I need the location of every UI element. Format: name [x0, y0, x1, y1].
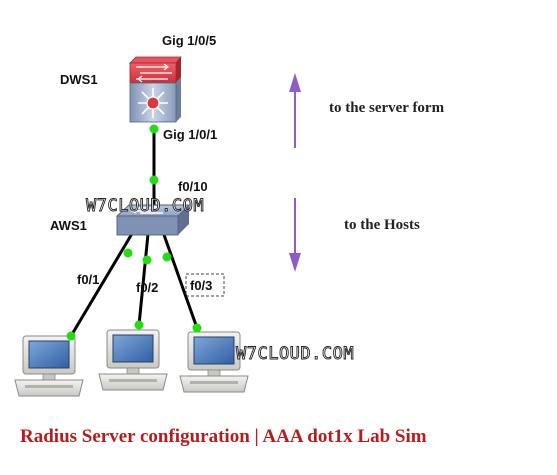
link-aws-host2: [137, 233, 150, 326]
annotation-server: to the server form: [329, 100, 445, 116]
link-aws-host1: [69, 231, 135, 337]
diagram-caption: Radius Server configuration | AAA dot1x …: [20, 426, 427, 447]
port-label-host2: f0/2: [136, 280, 158, 295]
link-dot: [66, 331, 76, 341]
link-aws-host3: [161, 231, 199, 329]
workgroup-switch-icon[interactable]: [115, 204, 191, 236]
watermark: W7CLOUD.COM: [86, 196, 204, 216]
pc-icon[interactable]: [14, 335, 84, 397]
arrow-up-icon: [289, 73, 301, 148]
arrow-down-icon: [289, 198, 301, 272]
port-label-host3: f0/3: [190, 278, 212, 293]
link-dot: [192, 323, 202, 333]
link-dot: [149, 124, 159, 134]
device-label-aws1: AWS1: [50, 218, 87, 233]
pc-icon[interactable]: [98, 329, 168, 391]
link-dot: [134, 320, 144, 330]
port-label-host1: f0/1: [77, 272, 99, 287]
link-dot: [123, 248, 133, 258]
port-label-dws-uplink: Gig 1/0/5: [162, 33, 216, 48]
device-label-dws1: DWS1: [60, 72, 98, 87]
link-dot: [142, 255, 152, 265]
link-dot: [162, 252, 172, 262]
annotation-hosts: to the Hosts: [344, 217, 420, 233]
watermark: W7CLOUD.COM: [236, 344, 354, 364]
multilayer-switch-icon[interactable]: [129, 56, 182, 123]
port-label-dws-downlink: Gig 1/0/1: [163, 127, 217, 142]
port-label-aws-uplink: f0/10: [178, 179, 208, 194]
link-dot: [149, 175, 159, 185]
